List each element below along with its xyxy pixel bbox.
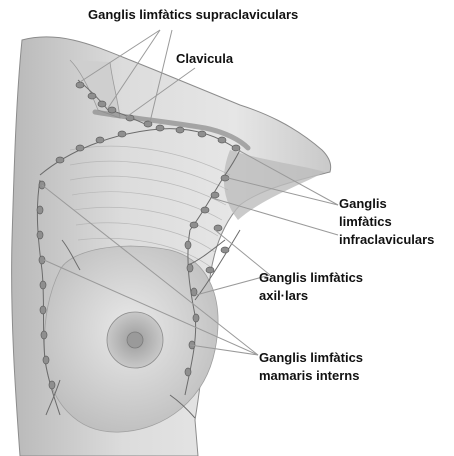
label-axillary-line-1: Ganglis limfàtics [259, 269, 363, 287]
label-supraclavicular-nodes: Ganglis limfàtics supraclaviculars [88, 6, 298, 24]
label-infraclavicular-line-1: Ganglis [339, 195, 434, 213]
label-internal-mammary-nodes: Ganglis limfàtics mamaris interns [259, 349, 363, 385]
label-axillary-line-2: axil·lars [259, 287, 363, 305]
label-internal-mammary-line-2: mamaris interns [259, 367, 363, 385]
label-clavicle: Clavicula [176, 50, 233, 68]
label-internal-mammary-line-1: Ganglis limfàtics [259, 349, 363, 367]
nipple [127, 332, 143, 348]
label-infraclavicular-line-2: limfàtics [339, 213, 434, 231]
label-axillary-nodes: Ganglis limfàtics axil·lars [259, 269, 363, 305]
label-infraclavicular-nodes: Ganglis limfàtics infraclaviculars [339, 195, 434, 249]
label-infraclavicular-line-3: infraclaviculars [339, 231, 434, 249]
